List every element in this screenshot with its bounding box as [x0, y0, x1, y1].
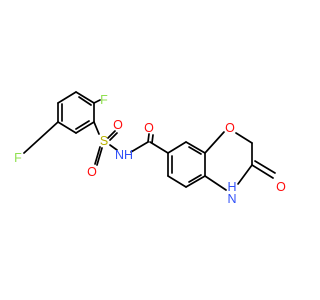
- atom-label-layer: F F S O O NH O O O H N: [14, 93, 286, 206]
- bond-line-29: [188, 174, 202, 183]
- bond-line-18: [130, 141, 149, 153]
- sulfonyl-oxygen-bottom: O: [87, 165, 97, 179]
- bond-line-26: [167, 175, 187, 188]
- bond-line-16: [96, 147, 103, 166]
- bond-line-6: [57, 91, 77, 104]
- bond-line-11: [93, 121, 100, 135]
- bond-line-10: [93, 99, 101, 104]
- bond-line-34: [237, 164, 253, 185]
- chemical-structure-diagram: F F S O O NH O O O H N: [14, 91, 286, 206]
- bond-line-31: [204, 131, 225, 154]
- fluorine-atom-top: F: [100, 93, 108, 107]
- bond-line-37: [254, 160, 276, 174]
- bond-line-3: [75, 121, 95, 134]
- bond-line-32: [235, 132, 253, 144]
- bond-line-21: [149, 141, 169, 154]
- bond-line-19: [147, 133, 150, 143]
- fluorine-atom-left: F: [14, 151, 22, 165]
- sulfur-atom: S: [100, 134, 108, 148]
- bond-line-7: [78, 96, 92, 106]
- bond-layer: [23, 91, 276, 191]
- bond-line-15: [94, 146, 101, 165]
- bond-line-35: [204, 175, 227, 191]
- bond-line-17: [109, 144, 118, 151]
- sulfonyl-oxygen-top: O: [113, 118, 123, 132]
- bond-line-1: [75, 91, 95, 104]
- lactam-nh-hydrogen: H: [227, 180, 236, 194]
- bond-line-13: [107, 130, 116, 139]
- amide-oxygen: O: [144, 121, 154, 135]
- bond-line-23: [185, 141, 206, 154]
- lactam-nh-nitrogen: N: [227, 192, 236, 206]
- bond-line-8: [75, 120, 90, 130]
- bond-line-4: [57, 121, 77, 134]
- lactam-oxygen: O: [276, 180, 286, 194]
- bond-line-30: [188, 146, 202, 155]
- ring-oxygen: O: [225, 121, 235, 135]
- bond-line-12: [23, 121, 59, 154]
- bond-line-20: [151, 134, 154, 144]
- sulfonamide-nh: NH: [115, 148, 133, 162]
- bond-line-36: [251, 164, 274, 179]
- bond-line-25: [185, 175, 206, 188]
- bond-line-14: [109, 132, 118, 141]
- bond-line-22: [167, 141, 187, 154]
